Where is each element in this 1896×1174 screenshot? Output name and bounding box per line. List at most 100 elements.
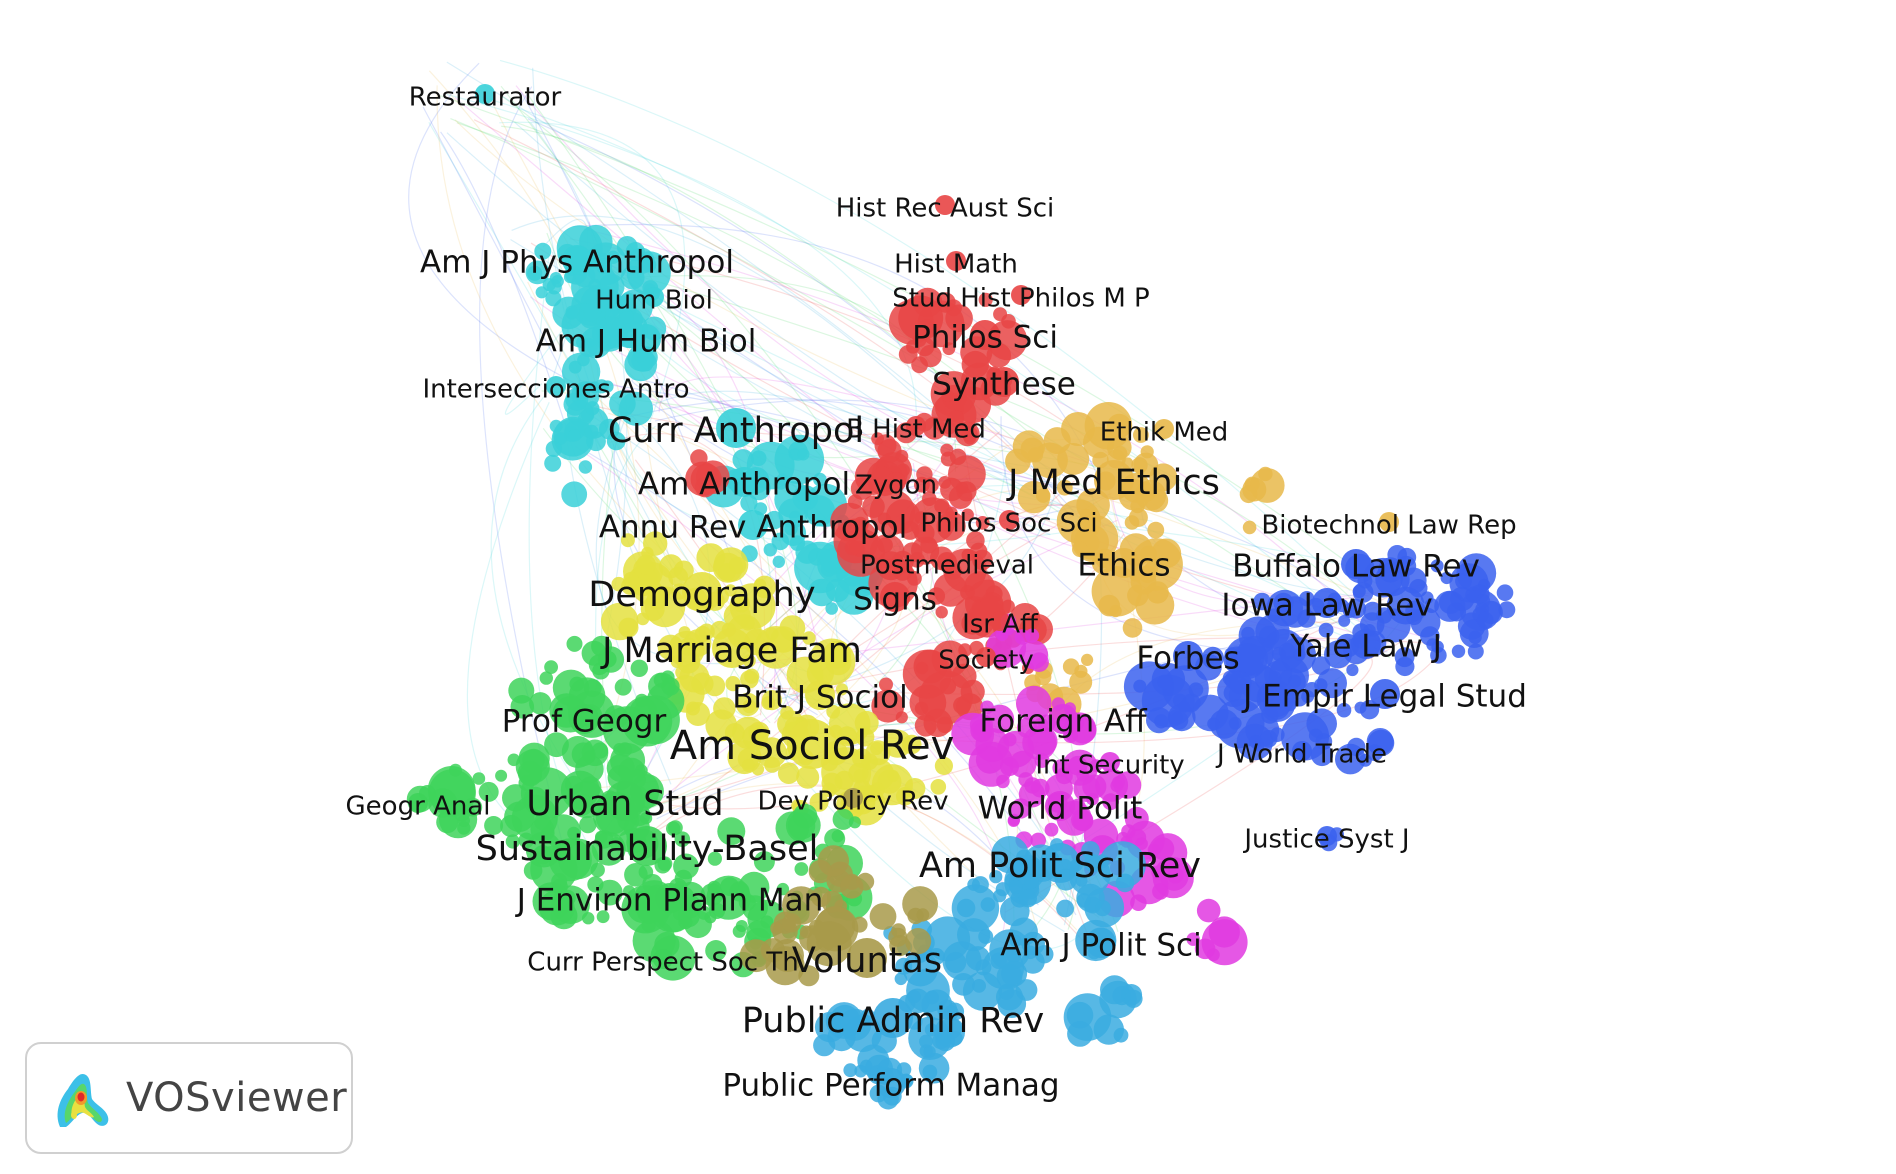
network-node-green[interactable] [605, 781, 645, 821]
network-node-green[interactable] [453, 805, 471, 822]
network-node-blue[interactable] [1352, 582, 1374, 603]
network-node-green[interactable] [472, 772, 486, 785]
network-node-blue[interactable] [1262, 629, 1305, 672]
network-node-yellow[interactable] [863, 785, 880, 802]
network-node-magenta[interactable] [1207, 948, 1220, 962]
network-node-cyan[interactable] [626, 251, 671, 296]
network-node-sky[interactable] [1124, 989, 1143, 1008]
network-node-magenta[interactable] [1044, 822, 1059, 837]
network-node-green[interactable] [551, 873, 568, 890]
network-node-gold[interactable] [1140, 445, 1154, 459]
node-label[interactable]: Yale Law J [1289, 629, 1442, 665]
network-node-olive[interactable] [889, 935, 911, 957]
network-node-sky[interactable] [982, 947, 1024, 990]
network-node-red[interactable] [850, 477, 874, 500]
network-node-yellow[interactable] [754, 626, 798, 669]
network-node-gold[interactable] [1094, 460, 1134, 500]
network-node-sky[interactable] [814, 1011, 846, 1043]
network-node-yellow[interactable] [835, 683, 849, 696]
network-node-magenta[interactable] [1052, 759, 1070, 777]
network-node-gold[interactable] [1147, 521, 1165, 539]
network-node-blue[interactable] [1366, 744, 1384, 762]
network-node-blue[interactable] [1354, 701, 1367, 714]
network-node-yellow[interactable] [904, 778, 926, 799]
network-node-red[interactable] [953, 696, 971, 715]
network-node-yellow[interactable] [764, 756, 781, 773]
network-node-sky[interactable] [1098, 841, 1146, 889]
network-node-blue[interactable] [1201, 646, 1224, 670]
network-node-blue[interactable] [1207, 717, 1220, 731]
network-node-cyan[interactable] [549, 419, 563, 433]
network-node-sky[interactable] [873, 998, 913, 1038]
network-node-magenta[interactable] [1025, 628, 1040, 643]
network-node-sky[interactable] [919, 1034, 933, 1049]
network-node-magenta[interactable] [1186, 932, 1200, 946]
network-node-magenta[interactable] [970, 719, 993, 742]
network-node-cyan[interactable] [545, 290, 562, 307]
network-node-red[interactable] [980, 592, 1004, 616]
network-node-gold[interactable] [1131, 457, 1148, 474]
network-node-magenta[interactable] [1034, 753, 1050, 768]
network-node-sky[interactable] [951, 884, 1000, 932]
network-node-yellow[interactable] [787, 719, 837, 769]
network-node-green[interactable] [495, 769, 508, 782]
network-node-green[interactable] [478, 781, 499, 802]
network-node-red[interactable] [935, 195, 955, 215]
node-label[interactable]: Int Security [1035, 751, 1184, 781]
network-node-cyan[interactable] [578, 460, 593, 474]
network-node-green[interactable] [653, 949, 673, 969]
network-node-olive[interactable] [808, 859, 833, 884]
network-node-magenta[interactable] [1089, 759, 1103, 772]
network-node-green[interactable] [742, 895, 768, 921]
network-node-red[interactable] [923, 416, 946, 440]
network-node-gold[interactable] [1072, 541, 1088, 557]
node-label[interactable]: J Med Ethics [1006, 463, 1220, 503]
network-node-cyan[interactable] [825, 578, 850, 603]
network-node-blue[interactable] [1341, 549, 1371, 579]
network-node-sky[interactable] [924, 1023, 939, 1037]
network-node-green[interactable] [566, 635, 583, 652]
network-node-yellow[interactable] [809, 792, 829, 812]
network-node-yellow[interactable] [805, 680, 835, 710]
network-node-sky[interactable] [1066, 1001, 1094, 1029]
network-node-blue[interactable] [1279, 689, 1296, 705]
network-node-red[interactable] [960, 679, 985, 704]
network-node-blue[interactable] [1338, 614, 1351, 627]
network-node-cyan[interactable] [606, 431, 626, 451]
network-node-blue[interactable] [1440, 571, 1453, 585]
network-node-red[interactable] [912, 287, 943, 318]
network-node-cyan[interactable] [585, 401, 600, 416]
network-node-green[interactable] [595, 830, 608, 844]
network-node-magenta[interactable] [986, 627, 1027, 668]
network-node-blue[interactable] [1317, 668, 1347, 699]
network-node-green[interactable] [581, 739, 609, 767]
network-node-gold[interactable] [1154, 419, 1174, 439]
network-node-gold[interactable] [1098, 594, 1120, 617]
network-node-cyan[interactable] [750, 450, 767, 467]
network-node-blue[interactable] [1318, 622, 1334, 638]
network-node-blue[interactable] [1335, 743, 1366, 775]
network-node-olive[interactable] [905, 928, 932, 955]
network-node-olive[interactable] [843, 788, 863, 808]
node-label[interactable]: Zygon [855, 471, 937, 501]
network-node-magenta[interactable] [985, 704, 1015, 734]
network-node-cyan[interactable] [568, 360, 582, 374]
network-node-green[interactable] [539, 671, 553, 685]
network-node-yellow[interactable] [741, 758, 756, 773]
network-node-yellow[interactable] [753, 575, 776, 599]
node-label[interactable]: Justice Syst J [1242, 825, 1409, 855]
node-label[interactable]: Hist Math [894, 250, 1018, 280]
network-node-blue[interactable] [1312, 588, 1342, 618]
node-label[interactable]: Urban Stud [526, 784, 723, 824]
network-node-green[interactable] [707, 851, 723, 866]
network-node-red[interactable] [879, 677, 893, 692]
network-node-blue[interactable] [1351, 629, 1381, 659]
network-node-sky[interactable] [1016, 849, 1032, 866]
network-node-gold[interactable] [1017, 481, 1051, 514]
network-node-yellow[interactable] [796, 765, 820, 789]
network-node-red[interactable] [941, 389, 954, 402]
network-node-red[interactable] [975, 516, 990, 530]
network-node-green[interactable] [753, 851, 775, 873]
network-node-sky[interactable] [972, 979, 986, 993]
network-node-red[interactable] [943, 421, 956, 435]
